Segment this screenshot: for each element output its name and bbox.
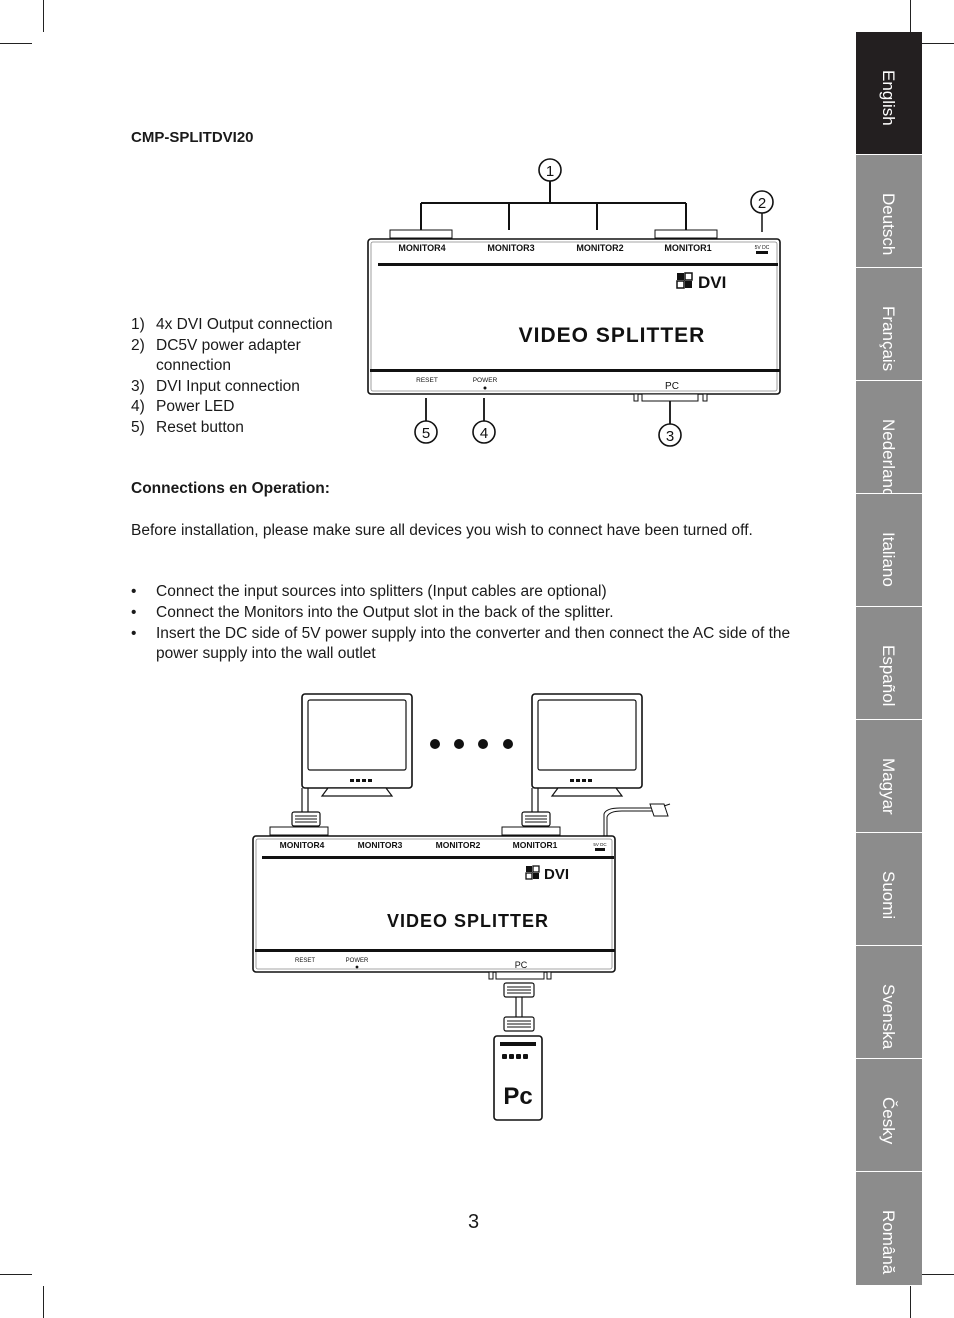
- power-label: POWER: [346, 958, 369, 964]
- logo-text: DVI: [698, 273, 726, 292]
- list-item: •Insert the DC side of 5V power supply i…: [131, 624, 791, 663]
- ellipsis-dot: [430, 739, 440, 749]
- port-label-monitor3: MONITOR3: [487, 243, 534, 253]
- dvi-plug-icon: [503, 982, 535, 998]
- monitor-icon: [531, 693, 643, 797]
- crop-mark: [910, 0, 911, 32]
- pc-tower-icon: [493, 1035, 543, 1121]
- tab-english[interactable]: English: [856, 32, 922, 155]
- tab-nederlands[interactable]: Nederlands: [856, 381, 922, 506]
- port-label-monitor4: MONITOR4: [398, 243, 445, 253]
- port-label-monitor4: MONITOR4: [280, 840, 325, 850]
- list-item: 2)DC5V power adapter connection: [131, 336, 301, 375]
- power-label: POWER: [473, 377, 498, 384]
- crop-mark: [922, 43, 954, 44]
- dvi-plug-icon: [521, 811, 551, 827]
- callout-3: [658, 423, 682, 447]
- product-name: VIDEO SPLITTER: [519, 324, 706, 347]
- callout-1-label: 1: [546, 163, 554, 180]
- tab-espanol[interactable]: Español: [856, 607, 922, 720]
- power-plug-icon: [649, 803, 671, 817]
- callout-4: [472, 420, 496, 444]
- reset-label: RESET: [416, 377, 438, 384]
- tab-svenska[interactable]: Svenska: [856, 946, 922, 1059]
- tab-suomi[interactable]: Suomi: [856, 833, 922, 946]
- crop-mark: [922, 1274, 954, 1275]
- model-number: CMP-SPLITDVI20: [131, 129, 254, 146]
- device-diagram: 1 2 MONITOR4 MONITOR3 MONITOR2 MONITOR1 …: [367, 158, 781, 447]
- callout-5: [414, 420, 438, 444]
- tab-magyar[interactable]: Magyar: [856, 720, 922, 833]
- ellipsis-dot: [503, 739, 513, 749]
- section-heading: Connections en Operation:: [131, 480, 330, 497]
- ellipsis-dot: [454, 739, 464, 749]
- dvi-logo-icon: [676, 272, 693, 289]
- pc-label: PC: [665, 381, 679, 392]
- tab-italiano[interactable]: Italiano: [856, 494, 922, 607]
- crop-mark: [43, 1286, 44, 1318]
- port-label-monitor3: MONITOR3: [358, 840, 403, 850]
- list-item: 4)Power LED: [131, 398, 235, 416]
- callout-2-label: 2: [758, 195, 766, 212]
- crop-mark: [43, 0, 44, 32]
- port-label-monitor1: MONITOR1: [664, 243, 711, 253]
- language-tabs: English Deutsch Français Nederlands Ital…: [856, 32, 922, 1286]
- dvi-plug-icon: [291, 811, 321, 827]
- dc-label: 5V DC: [755, 245, 770, 251]
- crop-mark: [910, 1286, 911, 1318]
- list-item: •Connect the input sources into splitter…: [131, 583, 607, 600]
- port-label-monitor1: MONITOR1: [513, 840, 558, 850]
- pc-box-label: Pc: [503, 1083, 532, 1110]
- step-list: •Connect the input sources into splitter…: [131, 582, 795, 665]
- list-item: 3)DVI Input connection: [131, 377, 300, 395]
- product-name: VIDEO SPLITTER: [387, 911, 549, 931]
- pc-label: PC: [515, 960, 528, 970]
- callout-3-label: 3: [666, 428, 674, 445]
- port-label-monitor2: MONITOR2: [436, 840, 481, 850]
- reset-label: RESET: [295, 958, 315, 964]
- tab-deutsch[interactable]: Deutsch: [856, 155, 922, 268]
- tab-francais[interactable]: Français: [856, 268, 922, 381]
- dvi-plug-icon: [503, 1016, 535, 1032]
- list-item: •Connect the Monitors into the Output sl…: [131, 603, 614, 621]
- dvi-logo-icon: [525, 865, 540, 880]
- connection-diagram: MONITOR4 MONITOR3 MONITOR2 MONITOR1 5V D…: [252, 693, 671, 1121]
- crop-mark: [0, 43, 32, 44]
- page-number: 3: [468, 1211, 480, 1233]
- callout-4-label: 4: [480, 425, 488, 442]
- splitter-body: [252, 835, 616, 973]
- monitor-icon: [301, 693, 413, 797]
- ellipsis-dot: [478, 739, 488, 749]
- port-label-monitor2: MONITOR2: [576, 243, 623, 253]
- list-item: 1)4x DVI Output connection: [131, 316, 333, 333]
- feature-list: 1)4x DVI Output connection 2)DC5V power …: [131, 315, 356, 439]
- tab-romana[interactable]: Română: [856, 1172, 922, 1286]
- list-item: 5)Reset button: [131, 418, 244, 436]
- dc-label: 5V DC: [593, 842, 607, 847]
- intro-paragraph: Before installation, please make sure al…: [131, 522, 753, 539]
- crop-mark: [0, 1274, 32, 1275]
- callout-5-label: 5: [422, 425, 430, 442]
- tab-cesky[interactable]: Česky: [856, 1059, 922, 1172]
- logo-text: DVI: [544, 866, 569, 883]
